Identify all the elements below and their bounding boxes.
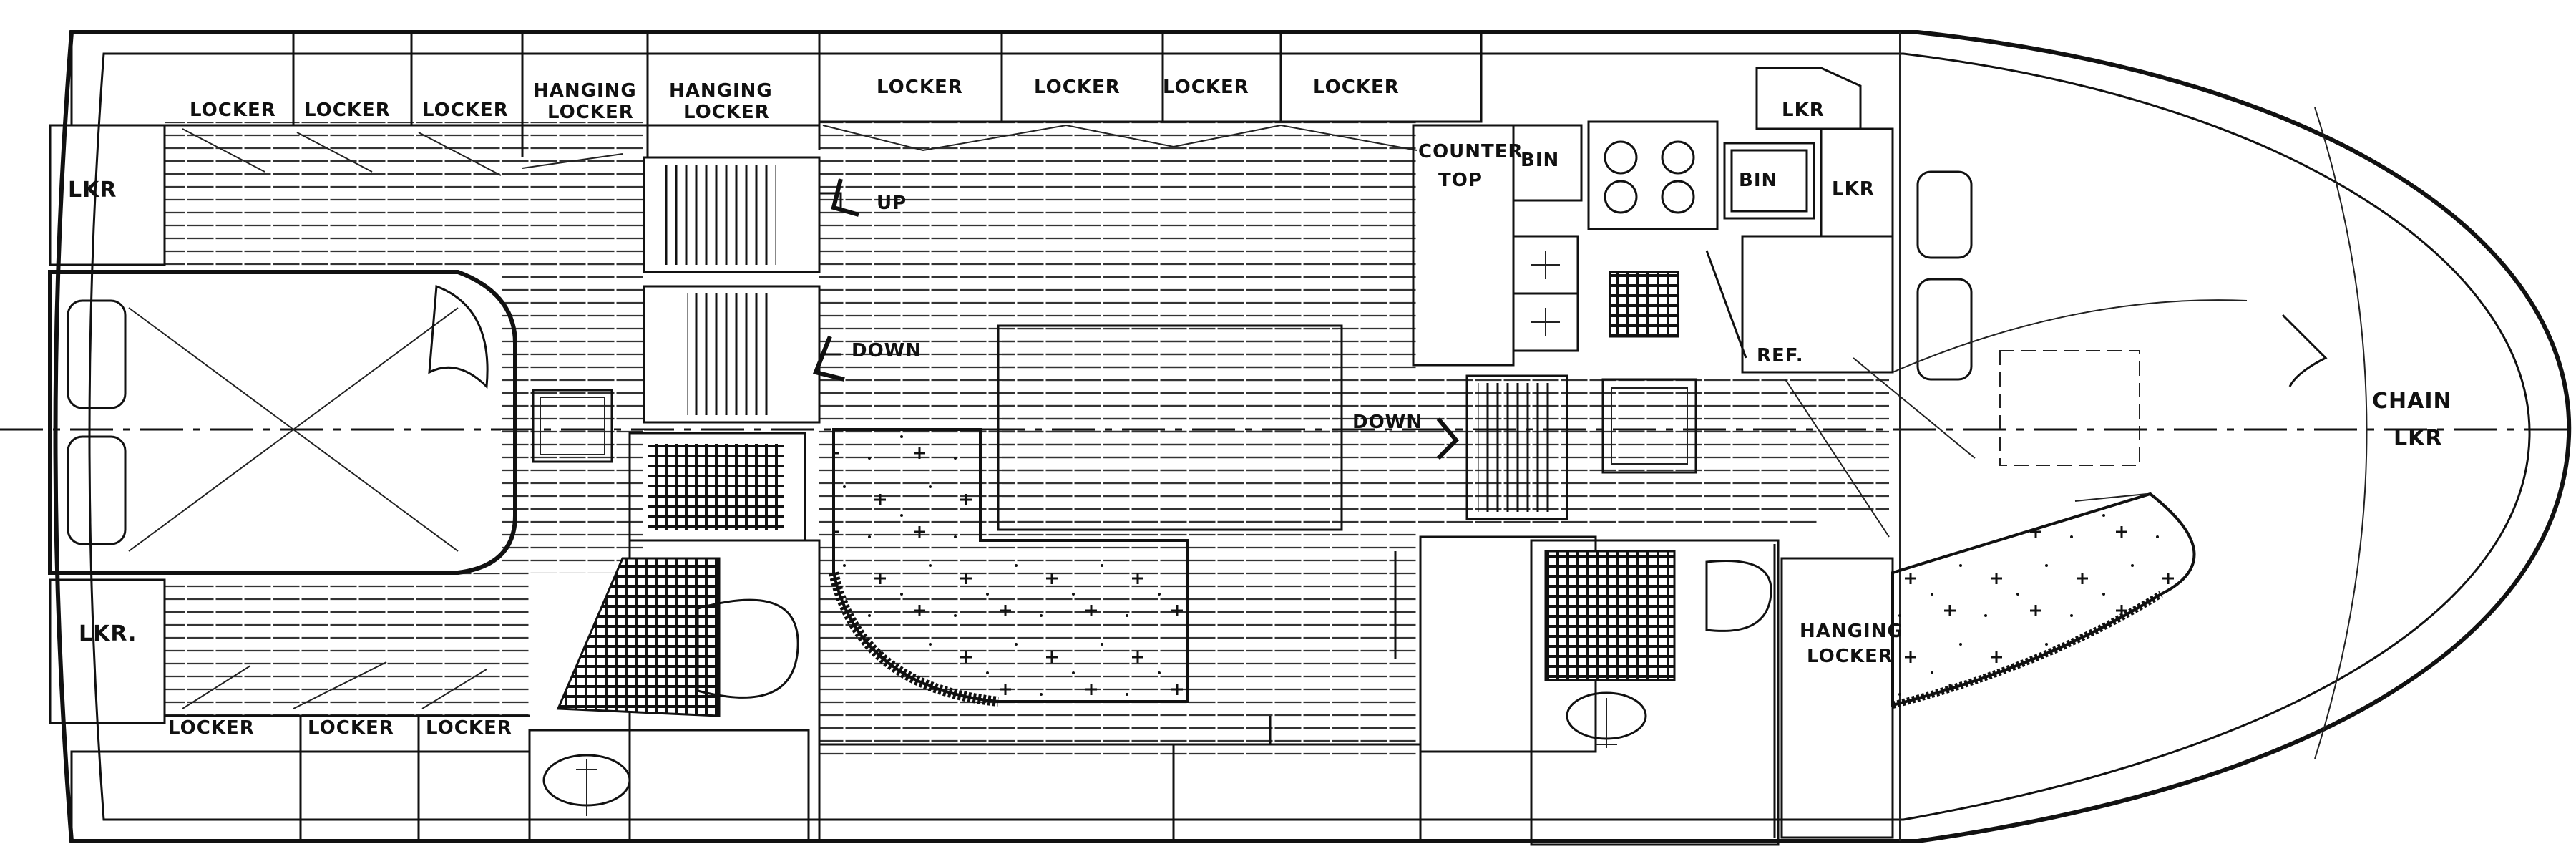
salon-locker-1: LOCKER [877, 77, 963, 98]
lkr-galley-2: LKR [1832, 178, 1875, 200]
aft-locker-4: LOCKER [168, 717, 255, 739]
aft-locker-5: LOCKER [308, 717, 394, 739]
lkr-aft-port: LKR [68, 178, 117, 203]
lkr-aft-starboard: LKR. [79, 621, 137, 646]
hull-outline [53, 30, 2572, 843]
forward-head [1394, 535, 1780, 846]
aft-locker-3: LOCKER [422, 100, 509, 121]
counter-top-label-b: TOP [1438, 170, 1483, 191]
forward-stairs [1436, 374, 1568, 520]
salon [818, 31, 1483, 841]
hanging-locker-fwd-b: LOCKER [1807, 646, 1893, 667]
bin-label-2: BIN [1739, 170, 1777, 191]
stairs-up-label: UP [877, 193, 907, 214]
hanging-locker-1b: LOCKER [547, 102, 634, 123]
stairs-down-label: DOWN [852, 340, 922, 361]
stairs-down-label-2: DOWN [1352, 412, 1423, 433]
lkr-galley-1: LKR [1782, 100, 1825, 121]
aft-locker-2: LOCKER [304, 100, 391, 121]
refrigerator-label: REF. [1757, 345, 1804, 367]
chain-locker-b: LKR [2394, 426, 2442, 451]
hanging-locker-1a: HANGING [533, 80, 637, 102]
salon-locker-2: LOCKER [1034, 77, 1121, 98]
labels: LOCKER LOCKER LOCKER HANGING LOCKER HANG… [68, 77, 2452, 739]
salon-locker-3: LOCKER [1163, 77, 1249, 98]
aft-locker-6: LOCKER [426, 717, 512, 739]
aft-cabin [48, 31, 821, 843]
aft-locker-1: LOCKER [190, 100, 276, 121]
hanging-locker-2a: HANGING [669, 80, 773, 102]
hanging-locker-2b: LOCKER [683, 102, 770, 123]
passage-stairs [643, 156, 859, 424]
v-berth [1780, 170, 2328, 839]
hanging-locker-fwd-a: HANGING [1800, 621, 1903, 642]
galley [1412, 67, 1894, 474]
salon-locker-4: LOCKER [1313, 77, 1400, 98]
bin-label-1: BIN [1521, 150, 1559, 171]
counter-top-label-a: COUNTER [1418, 141, 1523, 162]
chain-locker-a: CHAIN [2372, 389, 2452, 414]
aft-head [528, 432, 821, 843]
